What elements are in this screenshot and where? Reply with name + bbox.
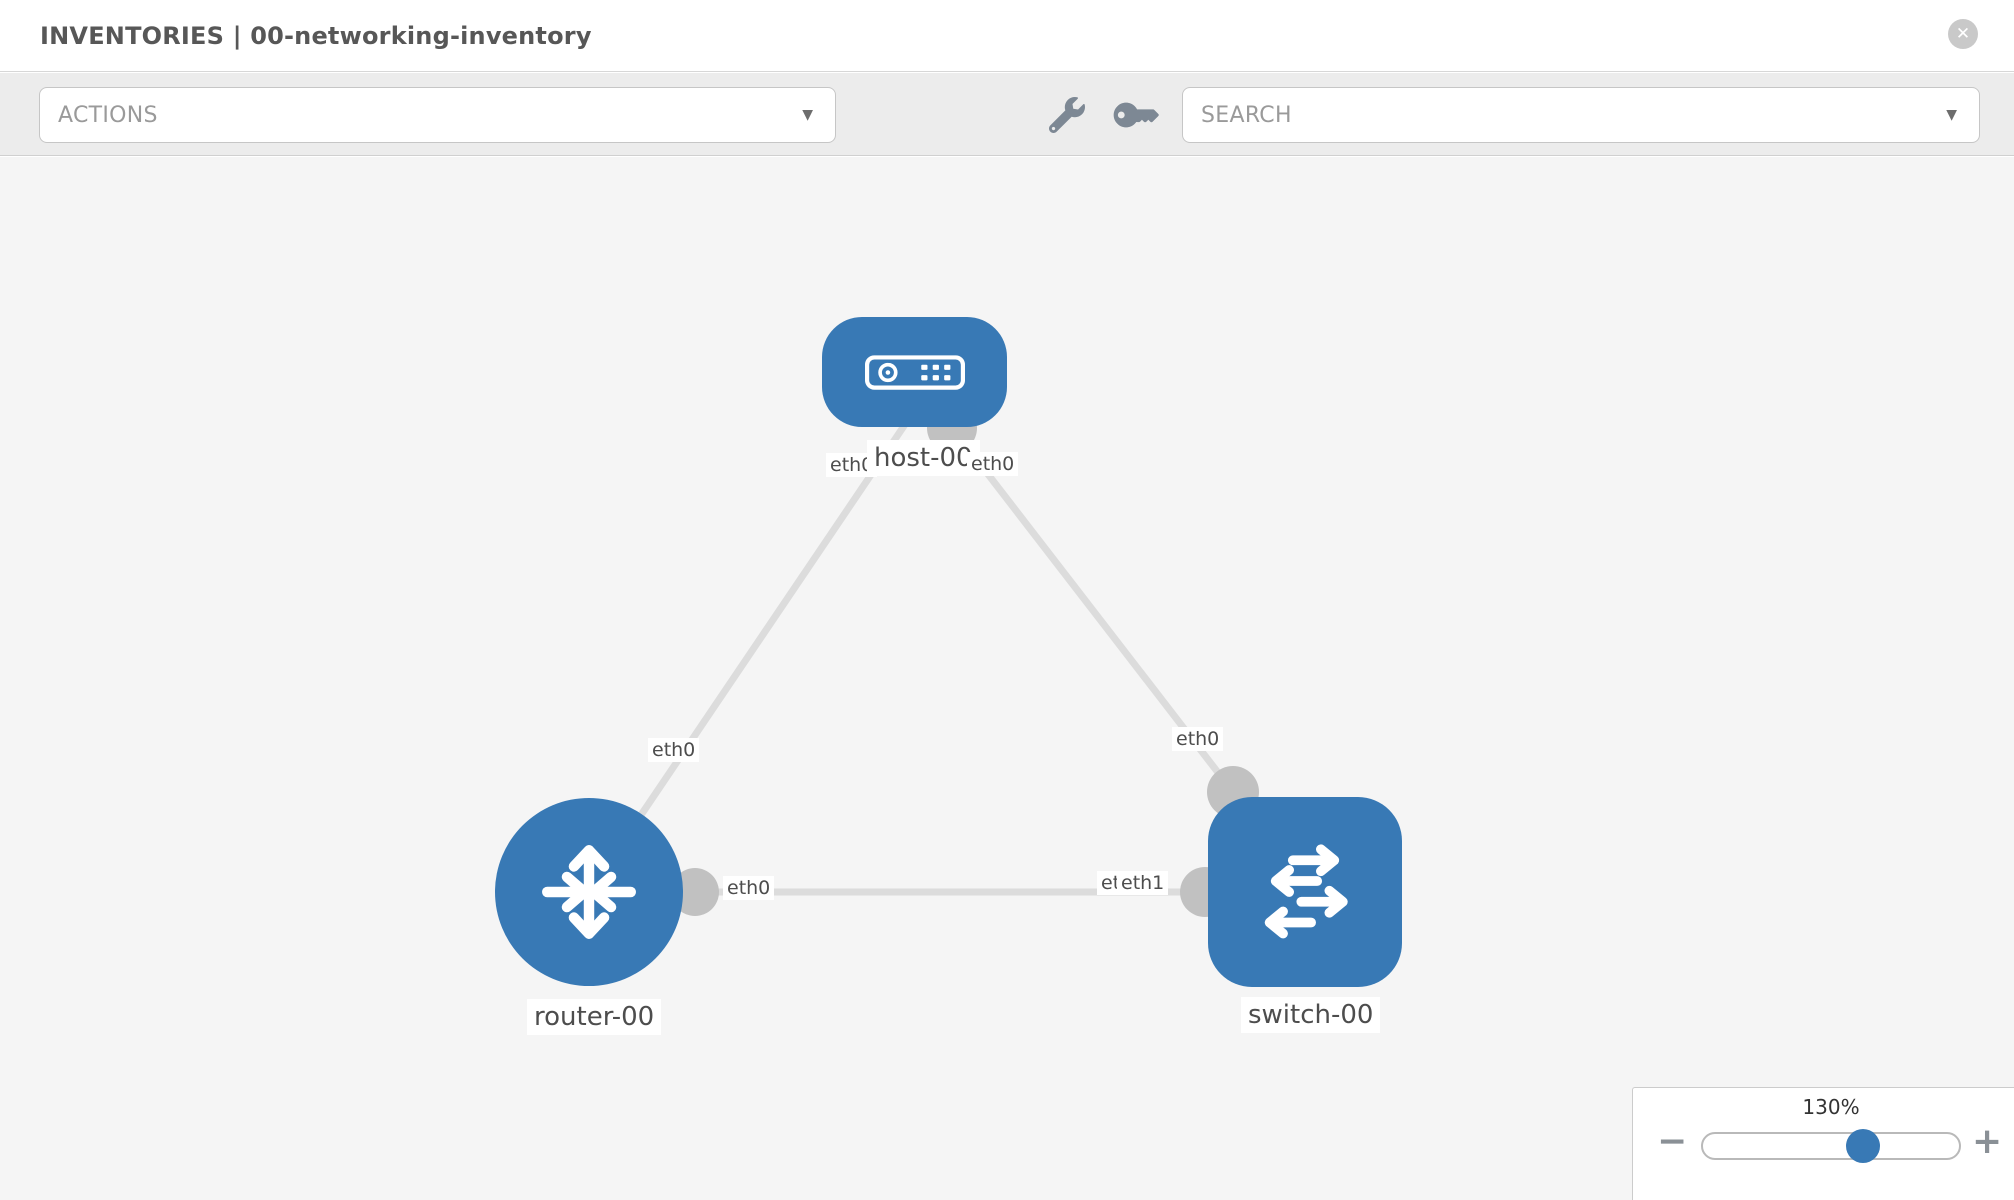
node-switch-00[interactable] [1208, 797, 1402, 987]
topology-canvas[interactable]: eth0 host-00 eth0 eth0 eth0 eth0 eth0 et… [0, 157, 2014, 1200]
close-button[interactable]: ✕ [1948, 19, 1978, 49]
actions-dropdown-label: ACTIONS [58, 102, 158, 128]
key-icon[interactable] [1113, 97, 1159, 133]
header-bar: INVENTORIES | 00-networking-inventory ✕ [0, 0, 2014, 72]
interface-label: eth0 [723, 876, 775, 900]
node-label-router: router-00 [527, 999, 662, 1035]
zoom-control-panel: 130% − + [1632, 1087, 2014, 1200]
link-router-host[interactable] [586, 418, 911, 894]
zoom-level-value: 130% [1802, 1095, 1860, 1119]
node-router-00[interactable] [495, 798, 683, 986]
interface-label: eth0 [648, 738, 700, 762]
search-placeholder: SEARCH [1201, 102, 1292, 128]
interface-label: eth0 [967, 452, 1019, 476]
toolbar: ACTIONS ▼ SEARCH ▼ [0, 73, 2014, 156]
interface-label: eth0 [1172, 727, 1224, 751]
links-layer [586, 403, 1259, 917]
wrench-icon[interactable] [1048, 97, 1085, 134]
server-icon [864, 354, 965, 390]
page-title: INVENTORIES | 00-networking-inventory [40, 21, 592, 50]
zoom-slider-thumb[interactable] [1846, 1129, 1880, 1163]
zoom-slider-track[interactable] [1701, 1132, 1961, 1160]
interface-marker-router[interactable] [671, 868, 719, 916]
search-dropdown[interactable]: SEARCH ▼ [1182, 87, 1980, 143]
chevron-down-icon: ▼ [802, 107, 813, 123]
chevron-down-icon: ▼ [1946, 107, 1957, 123]
switch-icon [1264, 844, 1348, 939]
node-label-host: host-00 [867, 440, 980, 476]
actions-dropdown[interactable]: ACTIONS ▼ [39, 87, 836, 143]
close-icon: ✕ [1955, 24, 1971, 44]
router-icon [542, 845, 636, 939]
zoom-in-button[interactable]: + [1972, 1121, 2003, 1162]
zoom-out-button[interactable]: − [1657, 1121, 1688, 1162]
node-label-switch: switch-00 [1241, 997, 1381, 1033]
interface-label: eth1 [1117, 871, 1169, 895]
node-host-00[interactable] [822, 317, 1007, 427]
